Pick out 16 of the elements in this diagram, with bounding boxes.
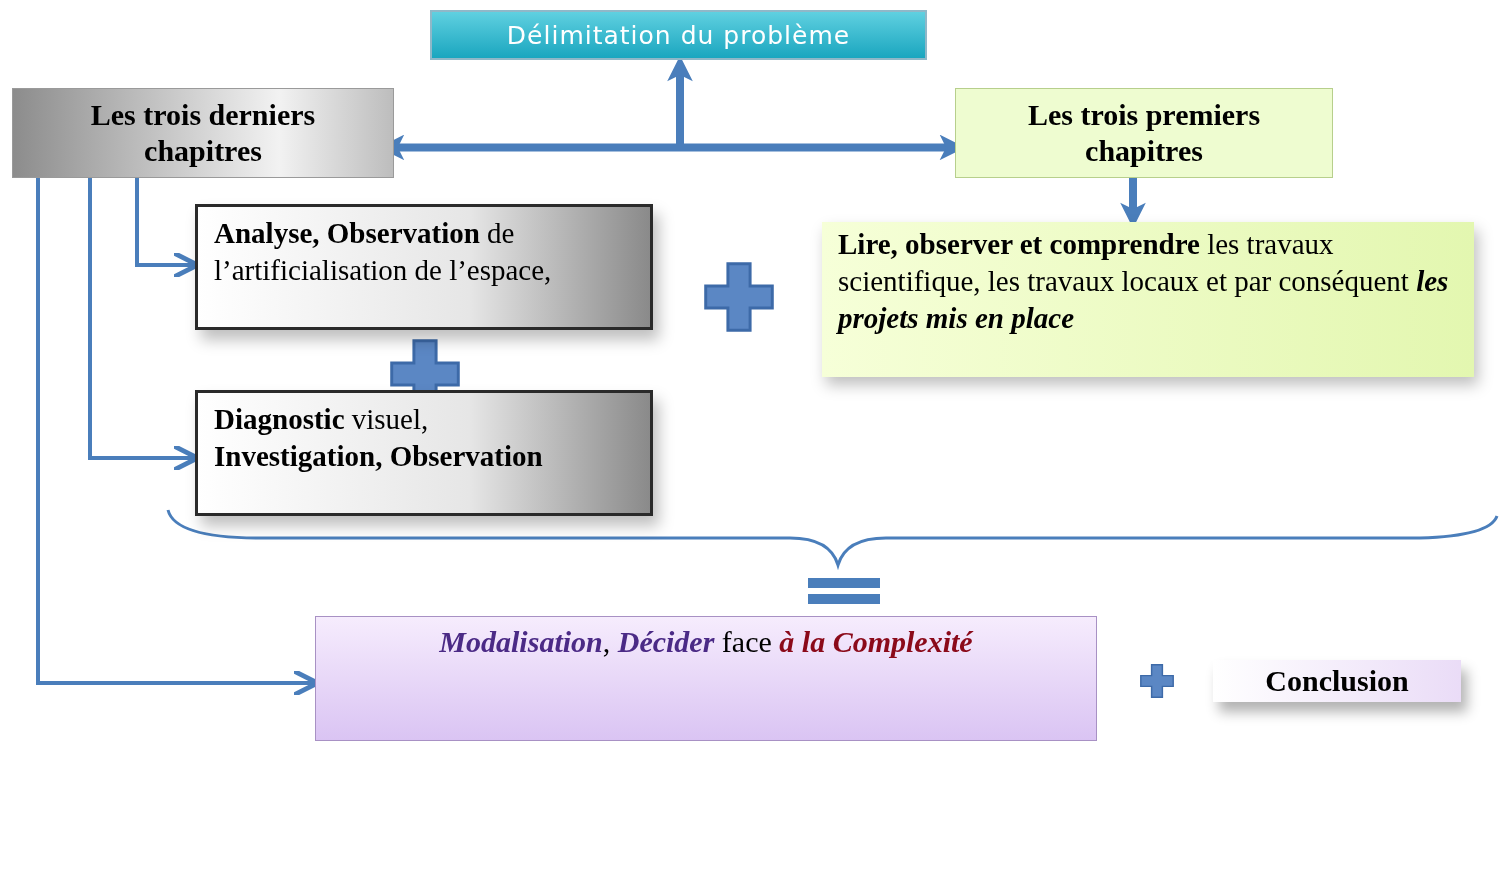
chapter-box (955, 88, 1333, 178)
node-text: Les trois derniers chapitres (89, 97, 317, 169)
node-text: Analyse, Observation de l’artificialisation de l’espace, (214, 216, 553, 289)
title-box (430, 10, 927, 60)
process-box (195, 204, 653, 330)
conclusion-box (1213, 660, 1461, 702)
process-box (195, 390, 653, 516)
node-text: Diagnostic visuel, Investigation, Observation (214, 402, 544, 475)
node-text: Les trois premiers chapitres (1026, 97, 1262, 169)
node-text: Délimitation du problème (505, 20, 852, 50)
node-text: Conclusion (1264, 664, 1410, 698)
process-box (822, 222, 1474, 377)
node-text: Modalisation, Décider face à la Complexité (438, 624, 975, 660)
node-text: Lire, observer et comprendre les travaux scientifique, les travaux locaux et par conséquent les projets mis en place (838, 227, 1450, 337)
chapter-box (12, 88, 394, 178)
result-box (315, 616, 1097, 741)
